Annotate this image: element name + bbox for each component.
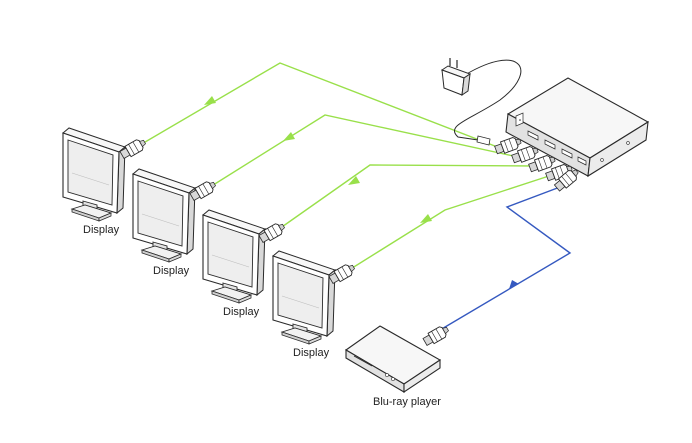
monitor-1 [62,127,126,222]
display-1-label: Display [83,224,120,236]
monitor-2 [132,168,196,263]
monitor-3 [202,209,266,304]
power-cable [454,59,522,146]
display-4-label: Display [293,347,330,359]
blu-ray-player-label: Blu-ray player [373,396,441,408]
output-arrows [204,96,432,223]
output-cables [139,62,553,271]
power-adapter-icon [440,58,472,97]
hdmi-plug-icon [421,323,451,348]
cable-blu-ray [439,183,572,331]
input-cable [439,183,572,331]
cable-display-3 [278,164,536,230]
display-2-label: Display [153,265,190,277]
arrow-icon [348,176,360,185]
monitor-icon [272,250,336,345]
blu-ray-player-icon [344,325,442,394]
display-3-label: Display [223,306,260,318]
cable-display-2 [209,114,519,188]
arrow-icon [204,96,216,105]
cable-display-1 [139,62,501,149]
monitor-icon [132,168,196,263]
arrow-icon [509,280,519,289]
arrow-icon [283,132,295,141]
cable-display-4 [348,174,553,271]
hdmi-splitter-icon [505,77,650,178]
monitor-4 [272,250,336,345]
monitor-icon [62,127,126,222]
monitor-icon [202,209,266,304]
arrow-icon [420,214,432,223]
